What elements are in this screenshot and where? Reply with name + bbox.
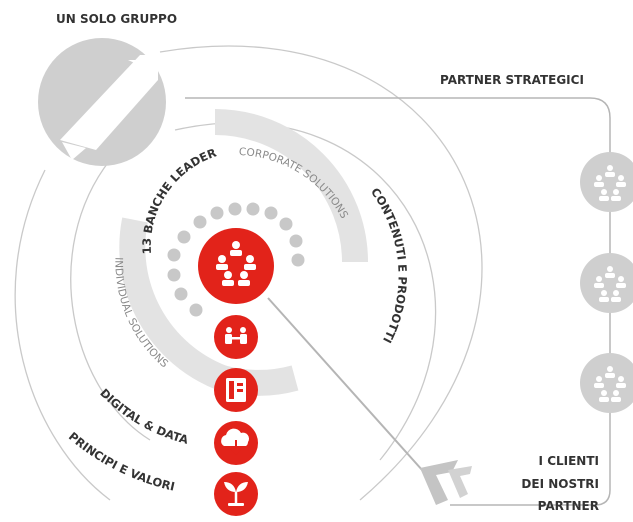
contents-label: CONTENUTI E PRODOTTI (368, 185, 410, 345)
corporate-arc (214, 109, 368, 263)
people-icon (594, 266, 626, 302)
clients-label-line2: DEI NOSTRI (521, 477, 599, 491)
arc-principles (159, 45, 483, 501)
bank-dot (193, 215, 207, 229)
partner-node (580, 152, 633, 212)
principles-label: PRINCIPI E VALORI (66, 429, 176, 493)
bank-dot (210, 206, 224, 220)
bank-dot (279, 217, 293, 231)
handshake-icon (225, 327, 247, 344)
clients-arrow-icon (420, 460, 472, 505)
group-logo (38, 38, 172, 166)
people-icon (216, 241, 256, 286)
bank-dot (167, 268, 181, 282)
bank-dot (289, 234, 303, 248)
document-node (214, 368, 258, 412)
people-icon (594, 165, 626, 201)
partners-label: PARTNER STRATEGICI (440, 73, 584, 87)
bank-dots (167, 202, 305, 317)
bank-dot (177, 230, 191, 244)
bank-dot (291, 253, 305, 267)
clients-label-line3: PARTNER (538, 499, 599, 513)
sprout-icon (224, 482, 248, 506)
bank-dot (228, 202, 242, 216)
bank-dot (246, 202, 260, 216)
partner-node (580, 253, 633, 313)
cloud-icon (221, 428, 250, 456)
partner-nodes (580, 152, 633, 413)
individual-arc (119, 217, 227, 391)
bank-dot (174, 287, 188, 301)
digital-label: DIGITAL & DATA (97, 386, 190, 447)
clients-label-line1: I CLIENTI (539, 454, 599, 468)
partner-node (580, 353, 633, 413)
document-icon (226, 378, 246, 402)
people-icon (594, 366, 626, 402)
bank-dot (167, 248, 181, 262)
arc-outer-left (14, 169, 111, 501)
clients-pointer (267, 297, 441, 491)
handshake-node (214, 315, 258, 359)
group-label: UN SOLO GRUPPO (56, 12, 177, 26)
cloud-node (214, 421, 258, 465)
arc-inner-left (70, 159, 151, 441)
center-node (198, 228, 274, 304)
bank-dot (264, 206, 278, 220)
sprout-node (214, 472, 258, 516)
bank-dot (189, 303, 203, 317)
